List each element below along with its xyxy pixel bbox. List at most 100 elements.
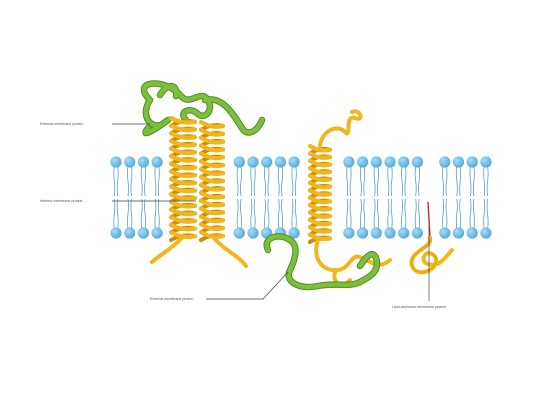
lipid-tail [373,198,376,230]
phospholipid-head [384,156,396,168]
phospholipid-head [110,227,122,239]
phospholipid-head [452,156,465,168]
lipid-tail [346,198,349,230]
helix-a [168,115,198,242]
helix-front-strand [168,115,198,240]
lipid-tail [127,165,129,197]
phospholipid-head [480,227,492,239]
lipid-tail [377,198,379,230]
phospholipid-head [357,227,369,239]
lipid-tail [264,165,266,197]
lipid-anchored-protein-chain-highlight [411,237,437,273]
lipid-tail [130,198,133,230]
lipid-tail [346,165,349,197]
lipid-tail [157,198,160,230]
lipid-tail [240,198,242,230]
lower-leaflet-heads [110,227,492,239]
lipid-tail [469,198,472,230]
lower-leaflet-tails [113,198,489,230]
phospholipid-head [233,227,245,239]
leader-lines [112,123,430,301]
lipid-tail [127,198,129,230]
lipid-tail [281,198,284,230]
helix-middle-top-chain [318,109,363,148]
lipid-tail [236,198,239,230]
lipid-tail [359,198,362,230]
lipid-tail [113,165,116,197]
lipid-tail [472,198,475,230]
lipid-tail [144,165,147,197]
label-external-protein-top: External membrane protein [40,122,83,126]
lipid-tail [377,165,379,197]
phospholipid-head [233,156,245,168]
phospholipid-head [411,156,423,168]
phospholipid-head [151,227,163,239]
lipid-tail [253,165,256,197]
leader-external-bottom [206,271,289,300]
lipid-tail [294,198,297,230]
lipid-tail [281,165,284,197]
lipid-tail [240,165,242,197]
external-protein-top [140,80,266,137]
phospholipid-head [384,227,396,239]
lipid-tail [140,165,143,197]
lipid-tail [294,165,297,197]
phospholipid-head [137,156,149,168]
phospholipid-head [124,227,136,239]
lipid-tail [154,198,157,230]
lipid-anchored-protein [409,201,454,275]
helix-c [307,143,333,244]
helix-b [198,119,226,242]
lipid-tail [445,165,448,197]
lipid-tail [250,198,253,230]
lipid-tail [414,165,417,197]
phospholipid-head [466,227,478,239]
lipid-tail [140,198,143,230]
lipid-tail [390,165,393,197]
lipid-tail [236,165,239,197]
phospholipid-head [370,156,382,168]
phospholipid-head [110,156,122,168]
lipid-tail [445,198,448,230]
phospholipid-head [124,156,136,168]
upper-leaflet-tails [113,165,489,197]
lipid-tail [291,198,294,230]
lipid-tail [267,165,270,197]
lipid-tail [483,165,486,197]
lipid-tail [418,198,421,230]
phospholipid-head [247,156,259,168]
phospholipid-bilayer [110,156,492,239]
helix-left-bottom-loop [150,236,248,268]
lipid-tail [277,198,280,230]
lipid-tail [264,198,266,230]
lipid-tail [116,165,119,197]
lipid-tail [253,198,256,230]
lipid-tail [401,198,403,230]
external-protein-bottom-chain [264,234,380,290]
phospholipid-head [247,227,259,239]
lipid-tail [291,165,294,197]
lipid-anchored-protein-chain [409,236,454,275]
label-intrinsic-protein: Intrinsic membrane protein [40,199,83,203]
lipid-tail [387,165,390,197]
phospholipid-head [343,156,355,168]
phospholipid-head [411,227,423,239]
phospholipid-head [466,156,478,168]
phospholipid-head [398,156,410,168]
lipid-tail [349,165,352,197]
lipid-tail [414,198,417,230]
lipid-tail [390,198,393,230]
lipid-tail [113,198,116,230]
lipid-tail [373,165,376,197]
phospholipid-head [439,227,451,239]
lipid-tail [157,165,160,197]
phospholipid-head [288,227,300,239]
phospholipid-head [343,227,355,239]
lipid-tail [387,198,390,230]
lipid-tail [459,165,462,197]
label-lipid-anchored-protein: Lipid-anchored membrane protein [392,305,446,309]
lipid-tail [455,165,458,197]
lipid-tail [349,198,352,230]
intrinsic-protein-left [150,115,248,268]
